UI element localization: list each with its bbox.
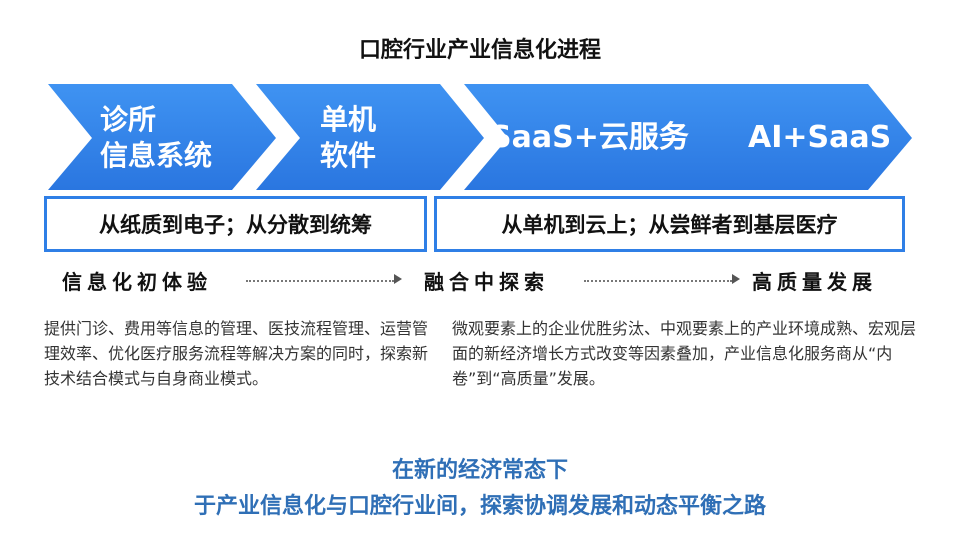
stage-2-line2: 软件 [320,139,377,172]
stage-chevron-3 [464,84,756,190]
page-title: 口腔行业产业信息化进程 [358,38,601,63]
stage-chevrons [48,84,912,190]
stage-4-label: AI+SaaS [748,120,892,155]
phase-1-label: 信息化初体验 [62,270,212,294]
description-right: 微观要素上的企业优胜劣汰、中观要素上的产业环境成熟、宏观层面的新经济增长方式改变… [452,319,917,388]
stage-3-label: SaaS+云服务 [490,120,689,155]
footer-line-2: 于产业信息化与口腔行业间，探索协调发展和动态平衡之路 [193,493,766,519]
stage-chevron-1 [48,84,276,190]
stage-chevron-4 [692,84,912,190]
stage-chevron-2 [256,84,484,190]
description-left: 提供门诊、费用等信息的管理、医技流程管理、运营管理效率、优化医疗服务流程等解决方… [44,319,429,388]
footer-line-1: 在新的经济常态下 [391,457,568,483]
summary-box-2: 从单机到云上；从尝鲜者到基层医疗 [434,196,905,252]
phase-2-label: 融合中探索 [424,270,549,294]
phase-arrow-2-icon [732,274,740,284]
summary-box-1: 从纸质到电子；从分散到统筹 [44,196,427,252]
phase-3-label: 高质量发展 [752,270,877,294]
stage-1-line2: 信息系统 [100,139,213,172]
stage-1-label: 诊所 信息系统 [100,102,212,174]
phase-connector-2 [584,280,732,282]
stage-2-label: 单机 软件 [320,102,376,174]
stage-1-line1: 诊所 [100,103,157,136]
phase-arrow-1-icon [394,274,402,284]
stage-2-line1: 单机 [320,103,377,136]
phase-connector-1 [246,280,394,282]
